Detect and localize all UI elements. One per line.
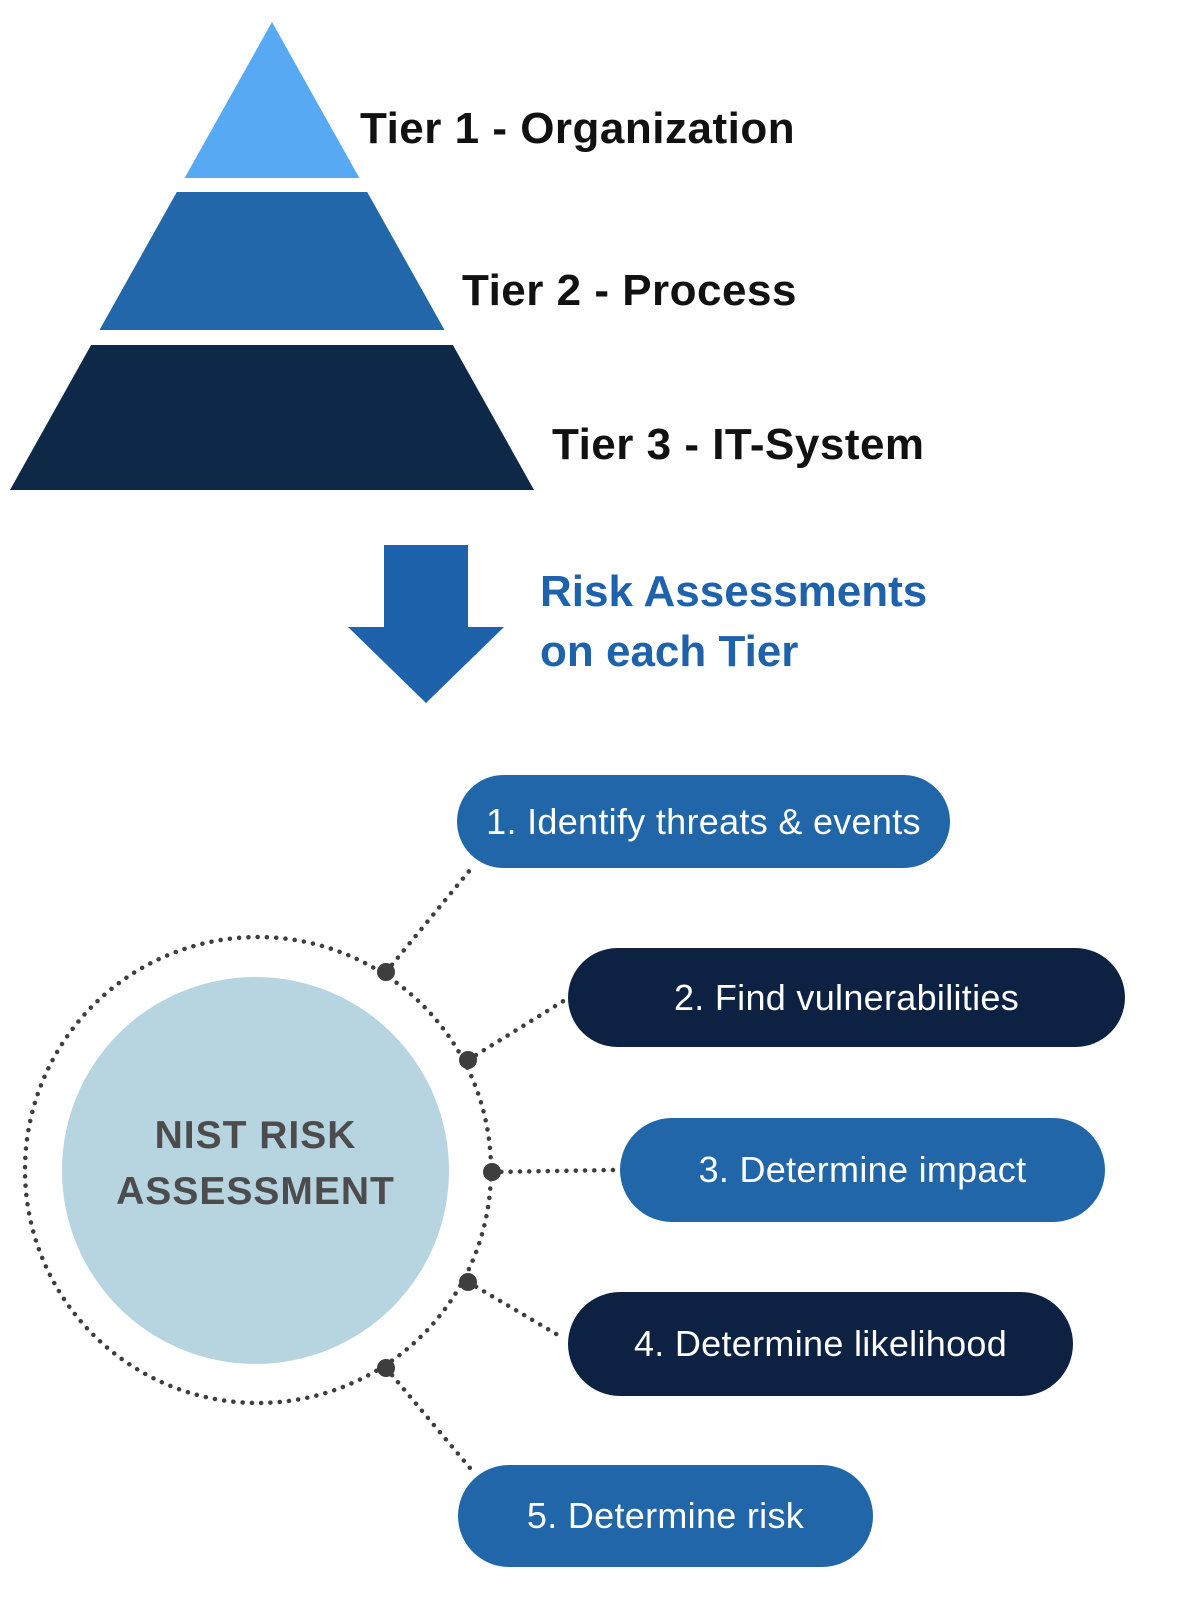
arrow-caption-line1: Risk Assessments bbox=[540, 567, 928, 616]
connector-line-1 bbox=[383, 867, 473, 975]
step-pill-2: 2. Find vulnerabilities bbox=[568, 948, 1125, 1047]
pyramid-tier2-shape bbox=[99, 192, 445, 330]
pyramid-tier3-shape bbox=[10, 345, 534, 490]
hub-title-line2: ASSESSMENT bbox=[116, 1169, 395, 1213]
connector-junction-dot-4 bbox=[459, 1273, 477, 1291]
step-pill-3-label: 3. Determine impact bbox=[698, 1149, 1027, 1190]
hub-title-line1: NIST RISK bbox=[154, 1113, 357, 1157]
tier2-label: Tier 2 - Process bbox=[462, 266, 797, 315]
connector-junction-dot-2 bbox=[459, 1051, 477, 1069]
connector-junction-dot-5 bbox=[377, 1359, 395, 1377]
hub-circle: NIST RISK ASSESSMENT bbox=[62, 977, 449, 1364]
step-pill-1: 1. Identify threats & events bbox=[457, 775, 950, 868]
connector-junction-dot-1 bbox=[377, 963, 395, 981]
step-pill-4: 4. Determine likelihood bbox=[568, 1292, 1073, 1396]
pyramid-tier1-shape bbox=[184, 22, 360, 178]
tier3-label: Tier 3 - IT-System bbox=[552, 420, 925, 469]
step-pill-3: 3. Determine impact bbox=[620, 1118, 1105, 1222]
arrow-caption-line2: on each Tier bbox=[540, 627, 799, 676]
step-pill-5: 5. Determine risk bbox=[458, 1465, 873, 1567]
connector-junction-dot-3 bbox=[483, 1163, 501, 1181]
connector-line-4 bbox=[465, 1279, 566, 1341]
connector-line-3 bbox=[489, 1167, 618, 1175]
connector-line-5 bbox=[383, 1365, 473, 1471]
down-arrow-icon bbox=[348, 545, 504, 703]
step-pill-1-label: 1. Identify threats & events bbox=[486, 800, 921, 842]
step-pill-5-label: 5. Determine risk bbox=[526, 1495, 805, 1536]
connector-line-2 bbox=[465, 997, 568, 1063]
tier1-label: Tier 1 - Organization bbox=[360, 104, 796, 153]
hub-title: NIST RISK ASSESSMENT bbox=[116, 1108, 395, 1220]
step-pill-2-label: 2. Find vulnerabilities bbox=[673, 976, 1020, 1018]
step-pill-4-label: 4. Determine likelihood bbox=[633, 1323, 1008, 1364]
arrow-caption: Risk Assessments on each Tier bbox=[540, 562, 927, 682]
